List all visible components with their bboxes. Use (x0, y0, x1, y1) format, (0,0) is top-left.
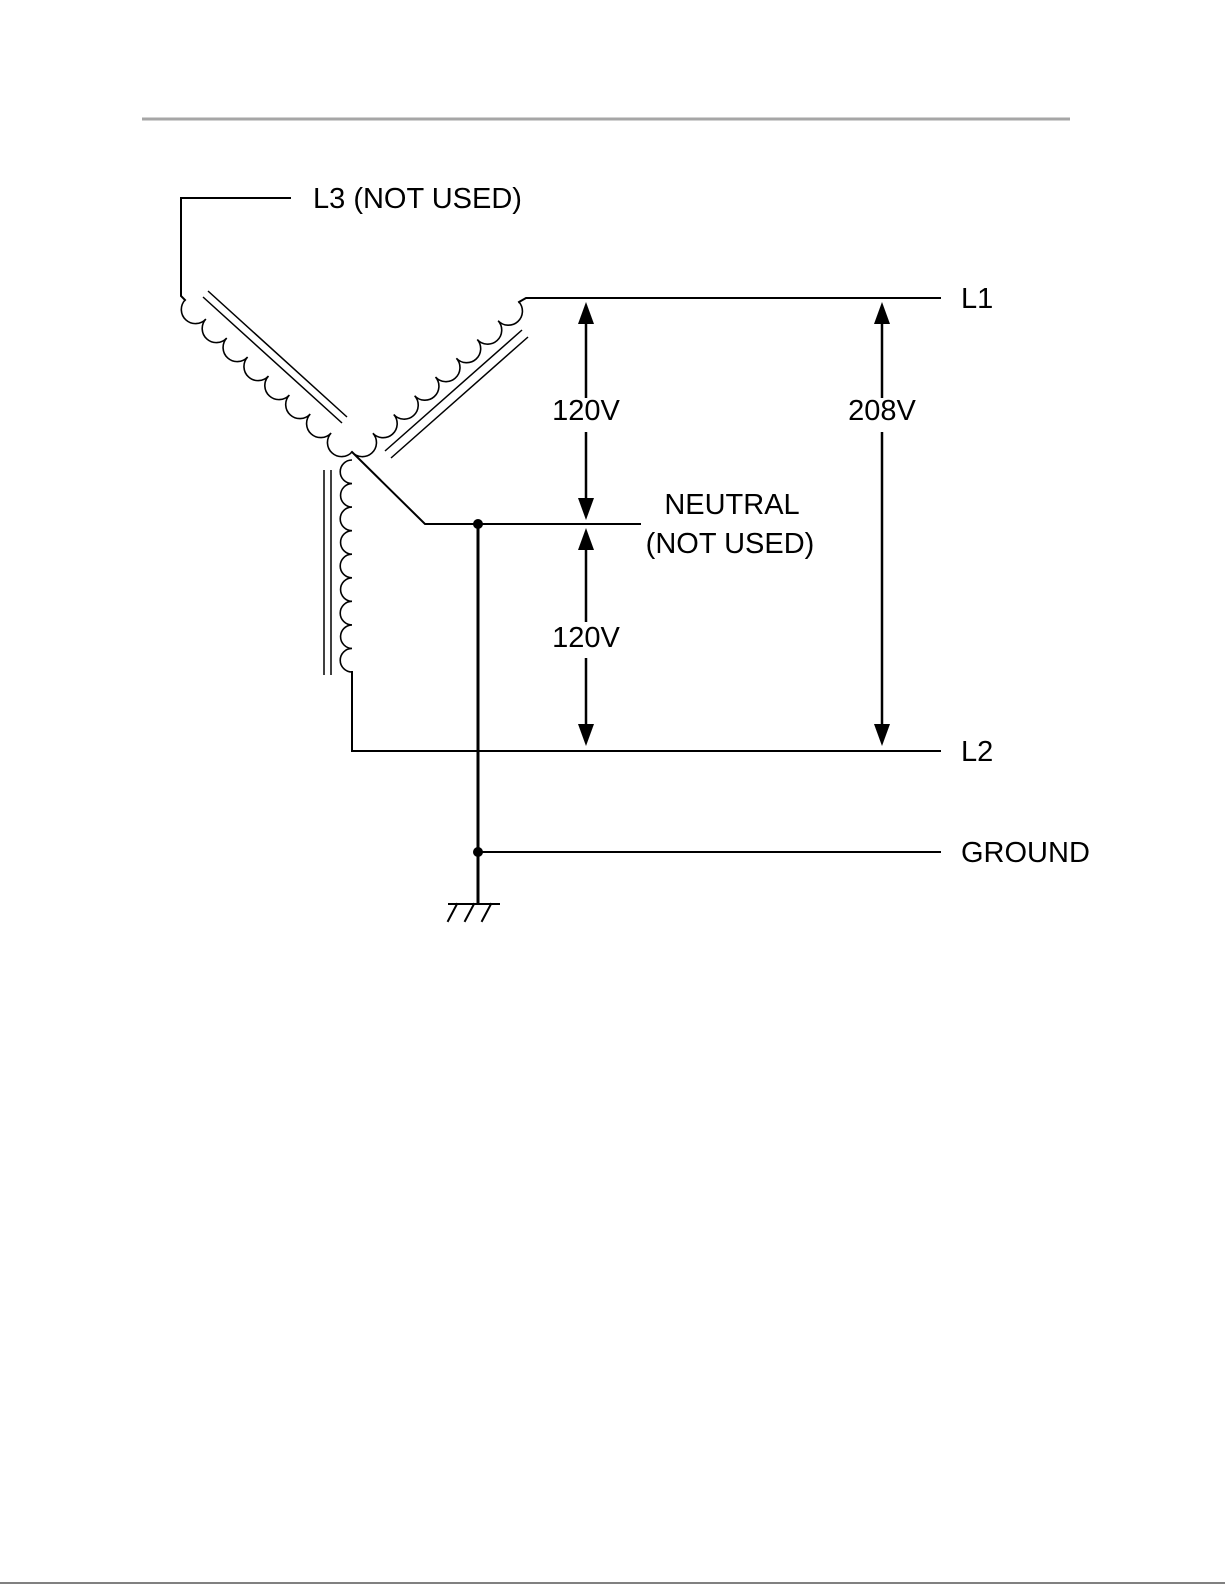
l3-label: L3 (NOT USED) (313, 183, 522, 215)
l1-coil-icon (352, 302, 522, 457)
coil-l3-loops (181, 300, 352, 457)
l1-label: L1 (961, 283, 993, 315)
voltage-upper-label: 120V (552, 395, 620, 427)
earth-ground-icon (448, 904, 499, 921)
ground-label: GROUND (961, 837, 1090, 869)
l1-winding (352, 298, 940, 458)
arrow-208v (874, 302, 890, 746)
coil-l2-loops (340, 460, 352, 672)
l2-winding (324, 460, 940, 751)
ground-junction-dot (473, 847, 483, 857)
voltage-line-label: 208V (848, 395, 916, 427)
l3-winding (181, 198, 352, 457)
coil-l1-loops (352, 302, 522, 457)
l3-coil-icon (181, 300, 352, 457)
neutral-wire (352, 452, 640, 524)
l2-label: L2 (961, 736, 993, 768)
voltage-lower-label: 120V (552, 622, 620, 654)
neutral-not-used-label: (NOT USED) (646, 528, 815, 560)
neutral-label: NEUTRAL (664, 489, 799, 521)
l2-coil-icon (340, 460, 352, 672)
